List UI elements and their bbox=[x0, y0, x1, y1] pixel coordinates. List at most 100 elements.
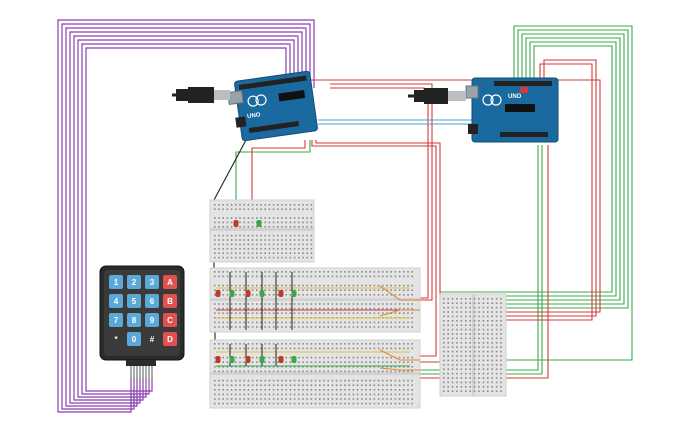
breadboard-hole bbox=[260, 275, 262, 278]
signal-wires bbox=[216, 285, 420, 371]
breadboard-hole bbox=[403, 321, 405, 324]
keypad-key-4[interactable]: 4 bbox=[109, 294, 123, 308]
breadboard-hole bbox=[377, 356, 380, 359]
breadboard-hole bbox=[293, 208, 296, 210]
breadboard-hole bbox=[298, 256, 300, 259]
breadboard-hole bbox=[260, 321, 262, 324]
breadboard-hole bbox=[251, 204, 254, 206]
breadboard-hole bbox=[373, 347, 376, 350]
keypad-key-7[interactable]: 7 bbox=[109, 313, 123, 327]
breadboard-hole bbox=[344, 366, 346, 368]
keypad-key-8[interactable]: 8 bbox=[127, 313, 141, 327]
breadboard-hole bbox=[335, 389, 338, 391]
breadboard-hole bbox=[365, 402, 367, 405]
breadboard-hole bbox=[247, 389, 250, 391]
breadboard-hole bbox=[352, 361, 355, 363]
breadboard-hole bbox=[310, 393, 313, 396]
breadboard-hole bbox=[348, 347, 350, 350]
breadboard-hole bbox=[382, 389, 384, 391]
keypad-key-c[interactable]: C bbox=[163, 313, 177, 327]
breadboard-hole bbox=[500, 337, 502, 340]
breadboard-hole bbox=[469, 315, 471, 318]
keypad-key-3[interactable]: 3 bbox=[145, 275, 159, 289]
breadboard-hole bbox=[314, 275, 317, 278]
breadboard-hole bbox=[285, 289, 287, 291]
keypad-key-a[interactable]: A bbox=[163, 275, 177, 289]
breadboard-hole bbox=[407, 284, 409, 287]
breadboard-hole bbox=[327, 384, 329, 386]
breadboard-hole bbox=[268, 312, 271, 314]
keypad-key-0[interactable]: 0 bbox=[127, 332, 141, 346]
keypad-key-1[interactable]: 1 bbox=[109, 275, 123, 289]
breadboard-hole bbox=[218, 226, 220, 228]
breadboard-hole bbox=[272, 321, 275, 324]
breadboard-hole bbox=[451, 372, 454, 375]
breadboard-hole bbox=[456, 328, 458, 331]
breadboard-hole bbox=[214, 204, 216, 206]
breadboard-hole bbox=[356, 284, 359, 287]
breadboard-hole bbox=[256, 217, 258, 219]
breadboard-hole bbox=[443, 302, 445, 304]
breadboard-hole bbox=[407, 312, 409, 314]
breadboard-hole bbox=[460, 368, 463, 370]
keypad-key-5[interactable]: 5 bbox=[127, 294, 141, 308]
breadboard-hole bbox=[256, 256, 258, 259]
keypad-key-2[interactable]: 2 bbox=[127, 275, 141, 289]
breadboard-hole bbox=[344, 379, 346, 382]
breadboard-hole bbox=[373, 289, 376, 291]
breadboard-hole bbox=[469, 320, 471, 322]
breadboard-hole bbox=[222, 384, 224, 386]
keypad-key-6[interactable]: 6 bbox=[145, 294, 159, 308]
breadboard-hole bbox=[264, 243, 266, 246]
breadboard-hole bbox=[398, 402, 401, 405]
keypad-key-hash[interactable]: # bbox=[145, 332, 159, 346]
breadboard-hole bbox=[314, 312, 317, 314]
breadboard-hole bbox=[298, 379, 300, 382]
breadboard-hole bbox=[407, 294, 409, 296]
breadboard-hole bbox=[260, 366, 262, 368]
breadboard-hole bbox=[344, 326, 346, 328]
breadboard-hole bbox=[394, 343, 397, 345]
breadboard-hole bbox=[277, 393, 279, 396]
breadboard-hole bbox=[281, 284, 283, 287]
keypad-key-9[interactable]: 9 bbox=[145, 313, 159, 327]
breadboard-hole bbox=[398, 393, 401, 396]
breadboard-hole bbox=[268, 307, 271, 310]
breadboard-hole bbox=[314, 356, 317, 359]
breadboard-hole bbox=[230, 284, 233, 287]
breadboard-hole bbox=[298, 312, 300, 314]
breadboard-hole bbox=[352, 402, 355, 405]
breadboard-hole bbox=[293, 398, 296, 400]
breadboard-hole bbox=[264, 275, 266, 278]
breadboard-right bbox=[439, 293, 507, 397]
breadboard-hole bbox=[390, 398, 392, 400]
keypad-key-d[interactable]: D bbox=[163, 332, 177, 346]
breadboard-hole bbox=[335, 275, 338, 278]
breadboard-hole bbox=[218, 256, 220, 259]
breadboard-hole bbox=[382, 326, 384, 328]
breadboard-hole bbox=[386, 326, 388, 328]
breadboard-hole bbox=[386, 389, 388, 391]
keypad-key-star[interactable]: * bbox=[109, 332, 123, 346]
breadboard-hole bbox=[302, 294, 304, 296]
breadboard-hole bbox=[289, 243, 292, 246]
breadboard-hole bbox=[251, 248, 254, 250]
breadboard-hole bbox=[500, 320, 502, 322]
breadboard-hole bbox=[235, 275, 237, 278]
breadboard-hole bbox=[451, 324, 454, 326]
led bbox=[245, 290, 251, 297]
breadboard-hole bbox=[356, 303, 359, 305]
breadboard-hole bbox=[465, 333, 467, 335]
breadboard-hole bbox=[251, 252, 254, 254]
breadboard-hole bbox=[293, 256, 296, 259]
breadboard-hole bbox=[260, 398, 262, 400]
keypad-key-b[interactable]: B bbox=[163, 294, 177, 308]
breadboard-hole bbox=[382, 321, 384, 324]
breadboard-hole bbox=[394, 384, 397, 386]
breadboard-hole bbox=[323, 275, 325, 278]
breadboard-hole bbox=[344, 271, 346, 273]
breadboard-hole bbox=[293, 366, 296, 368]
breadboard-hole bbox=[222, 204, 224, 206]
breadboard-hole bbox=[222, 321, 224, 324]
